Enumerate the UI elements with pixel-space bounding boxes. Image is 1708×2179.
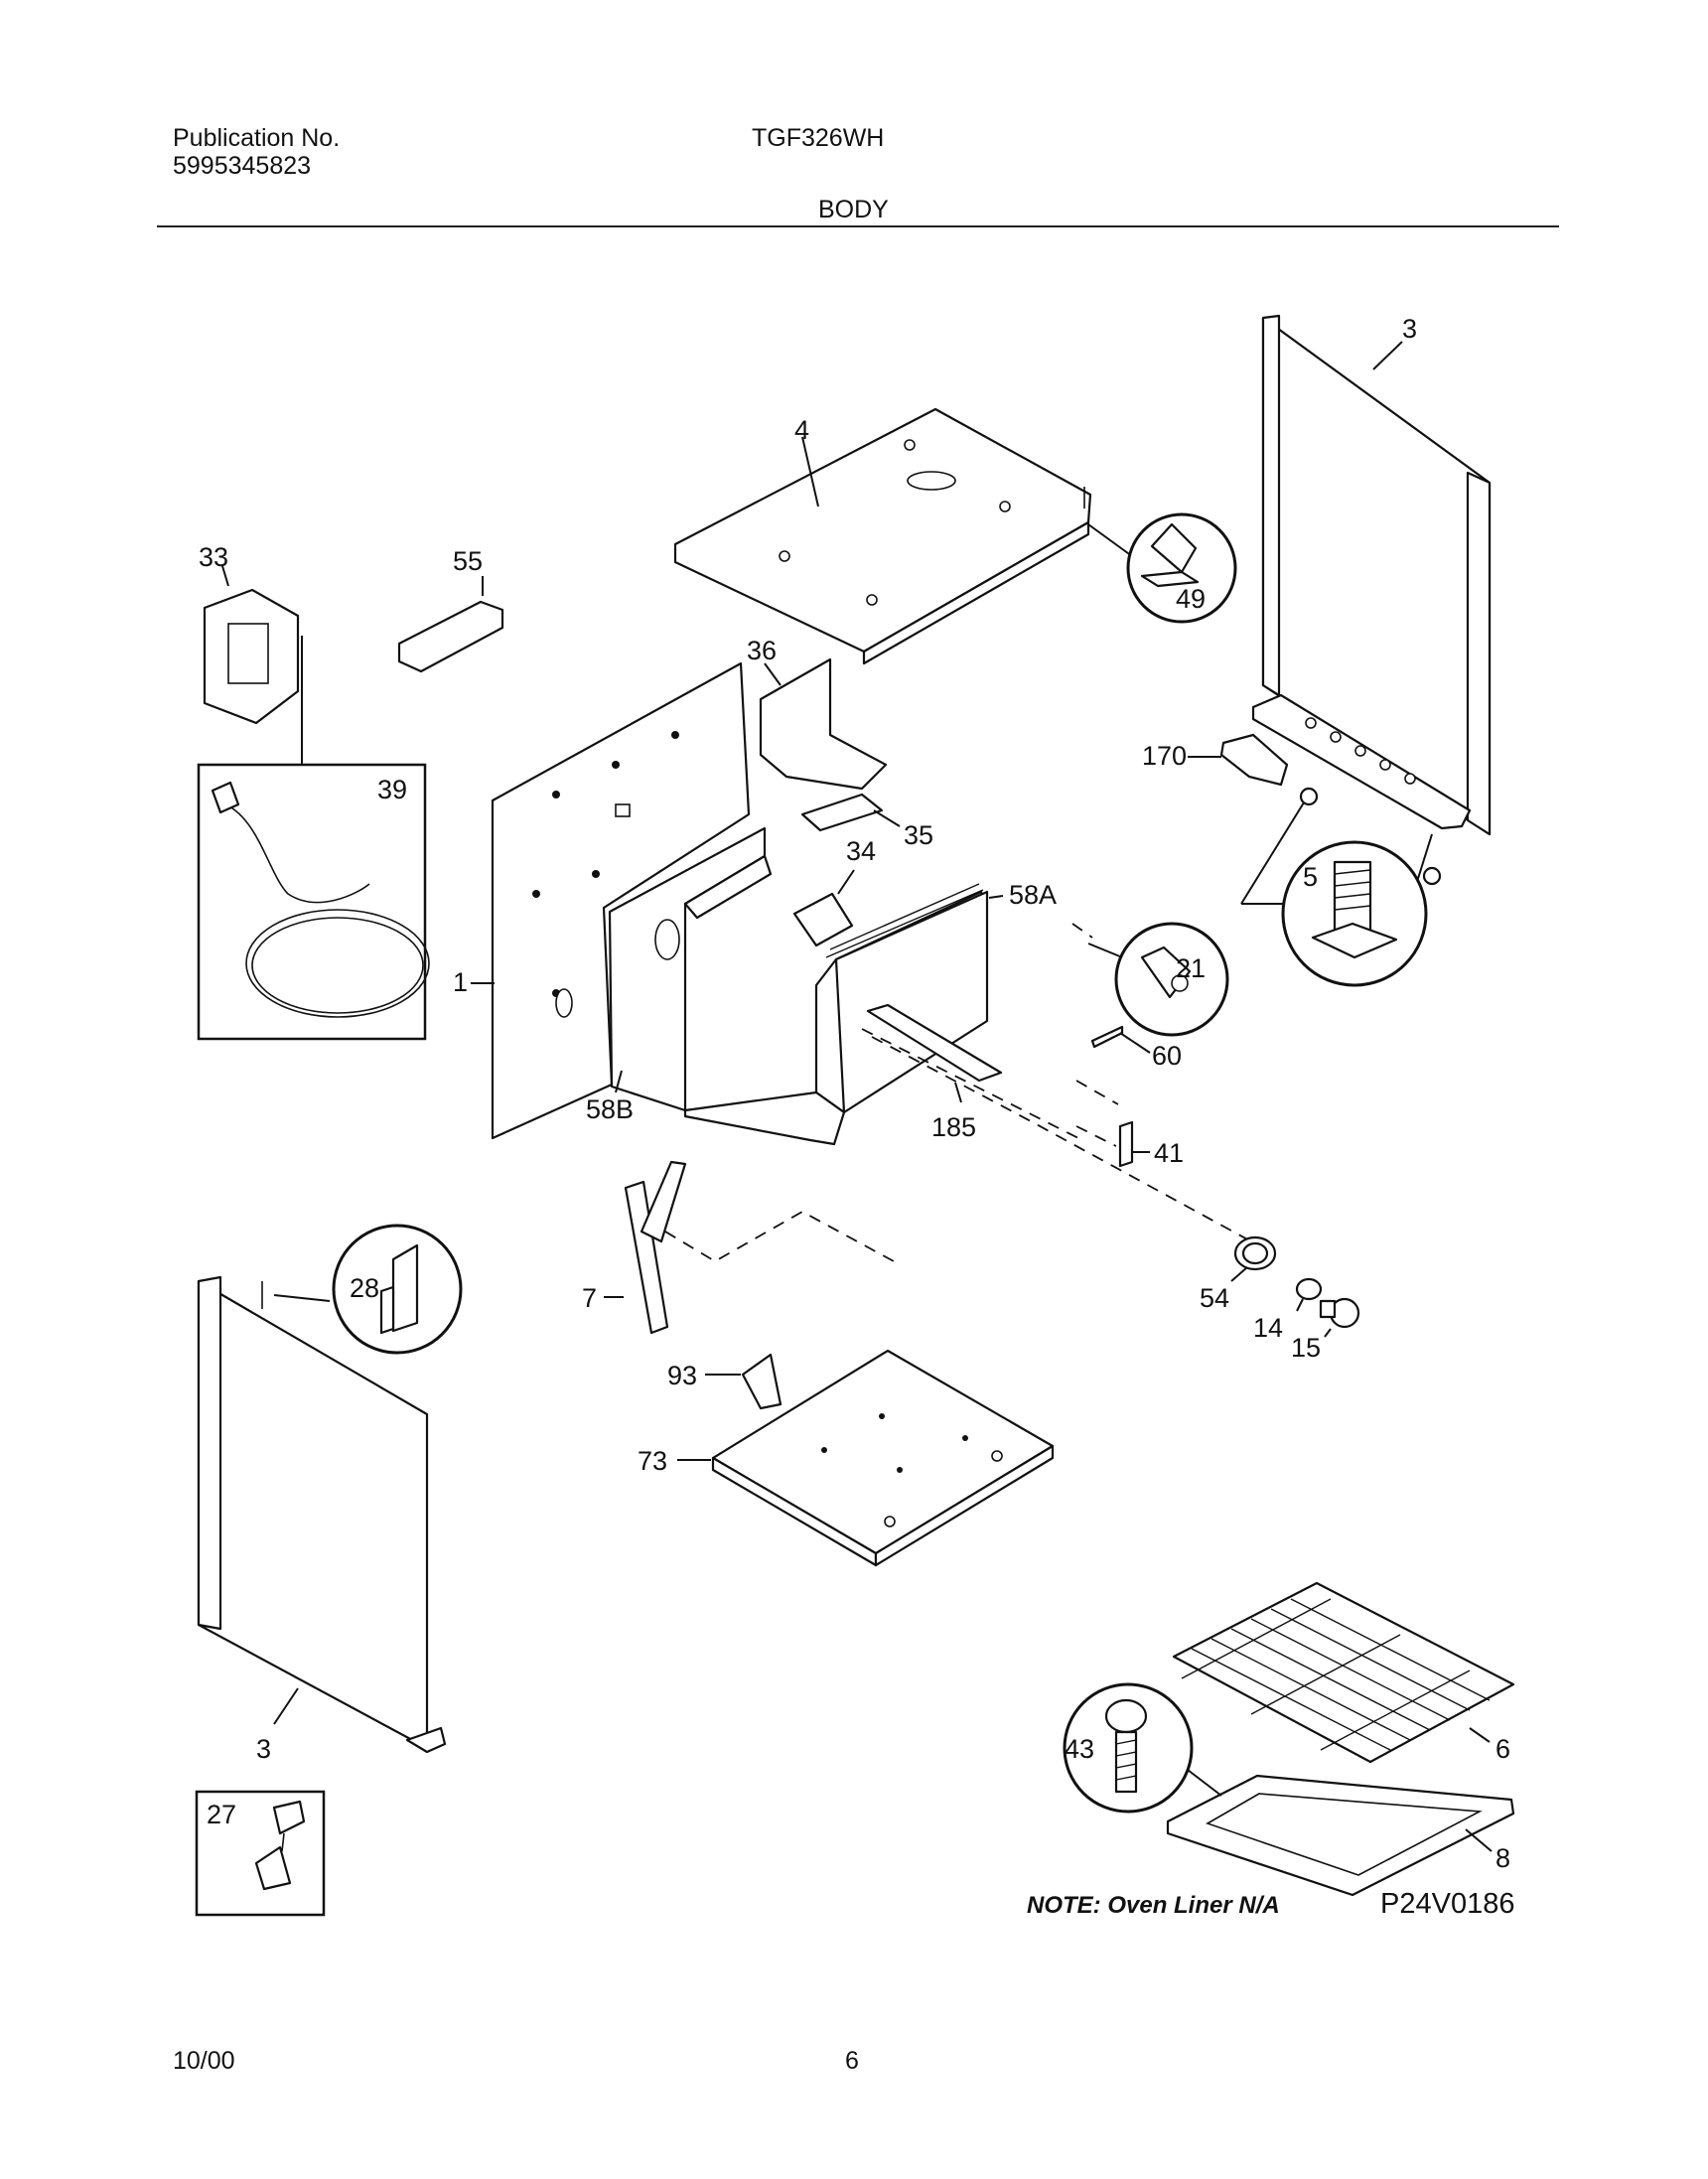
part-21-detail-circle	[1087, 922, 1229, 1037]
part-4-top-panel	[673, 407, 1092, 665]
part-34-clip	[792, 869, 855, 947]
part-60-clip	[1090, 1025, 1151, 1054]
label-21: 21	[1176, 953, 1206, 983]
part-1-back-panel	[471, 661, 751, 1140]
label-60: 60	[1152, 1041, 1182, 1071]
label-55: 55	[453, 546, 483, 576]
section-title: BODY	[818, 196, 889, 223]
part-49-detail-circle	[1087, 512, 1237, 624]
part-54-lamp-socket	[1230, 1235, 1277, 1282]
part-39-power-cord-box	[197, 763, 430, 1041]
label-8: 8	[1495, 1843, 1510, 1873]
label-43: 43	[1065, 1734, 1094, 1764]
part-28-detail-circle	[273, 1224, 463, 1355]
label-36: 36	[747, 636, 777, 665]
part-41-clip	[1118, 1120, 1150, 1168]
part-43-bolt-detail	[1063, 1682, 1222, 1814]
part-6-oven-rack	[1172, 1581, 1515, 1764]
part-35-plate	[800, 793, 901, 832]
footer-date: 10/00	[173, 2047, 235, 2075]
part-170-bracket	[1188, 733, 1289, 787]
part-73-oven-bottom	[677, 1349, 1055, 1567]
part-14-lamp-ring	[1295, 1277, 1323, 1312]
label-1: 1	[453, 967, 468, 997]
label-5: 5	[1303, 862, 1318, 892]
model-number: TGF326WH	[752, 124, 885, 152]
label-6: 6	[1495, 1734, 1510, 1764]
label-3-bottom: 3	[256, 1734, 271, 1764]
label-33: 33	[199, 542, 228, 572]
label-35: 35	[904, 820, 933, 850]
publication-number: 5995345823	[173, 152, 312, 180]
page-number: 6	[845, 2047, 859, 2075]
label-185: 185	[931, 1112, 976, 1142]
label-14: 14	[1253, 1313, 1283, 1343]
label-4: 4	[794, 415, 809, 445]
part-27-detail-box	[195, 1790, 326, 1917]
part-185-strip	[866, 1003, 1003, 1103]
label-54: 54	[1200, 1283, 1229, 1313]
publication-label: Publication No.	[173, 124, 341, 152]
header-rule	[157, 225, 1559, 227]
label-73: 73	[638, 1446, 667, 1476]
part-55-channel	[397, 576, 504, 673]
oven-liner-note: NOTE: Oven Liner N/A	[1027, 1892, 1280, 1919]
part-8-rack-frame	[1166, 1774, 1515, 1897]
part-3-side-panel-right	[1251, 314, 1492, 836]
part-15-bulb	[1319, 1297, 1360, 1338]
part-5-leveler-detail	[1240, 787, 1442, 987]
label-170: 170	[1142, 741, 1187, 771]
drawing-code: P24V0186	[1380, 1888, 1514, 1920]
label-34: 34	[846, 836, 876, 866]
label-7: 7	[582, 1283, 597, 1313]
label-93: 93	[667, 1361, 697, 1390]
part-93-bracket	[705, 1353, 783, 1410]
label-28: 28	[350, 1273, 379, 1303]
label-58B: 58B	[586, 1094, 634, 1124]
label-3-top: 3	[1402, 314, 1417, 344]
label-27: 27	[207, 1800, 236, 1829]
part-33-bracket	[203, 565, 303, 765]
part-36-vent-chute	[759, 657, 888, 791]
label-49: 49	[1176, 584, 1206, 614]
part-3-side-panel-left	[197, 1275, 447, 1754]
part-7-hinge	[604, 1160, 687, 1335]
part-58-oven-frame	[608, 826, 1004, 1146]
label-39: 39	[377, 775, 407, 804]
label-58A: 58A	[1009, 880, 1057, 910]
label-15: 15	[1291, 1333, 1321, 1363]
label-41: 41	[1154, 1138, 1184, 1168]
